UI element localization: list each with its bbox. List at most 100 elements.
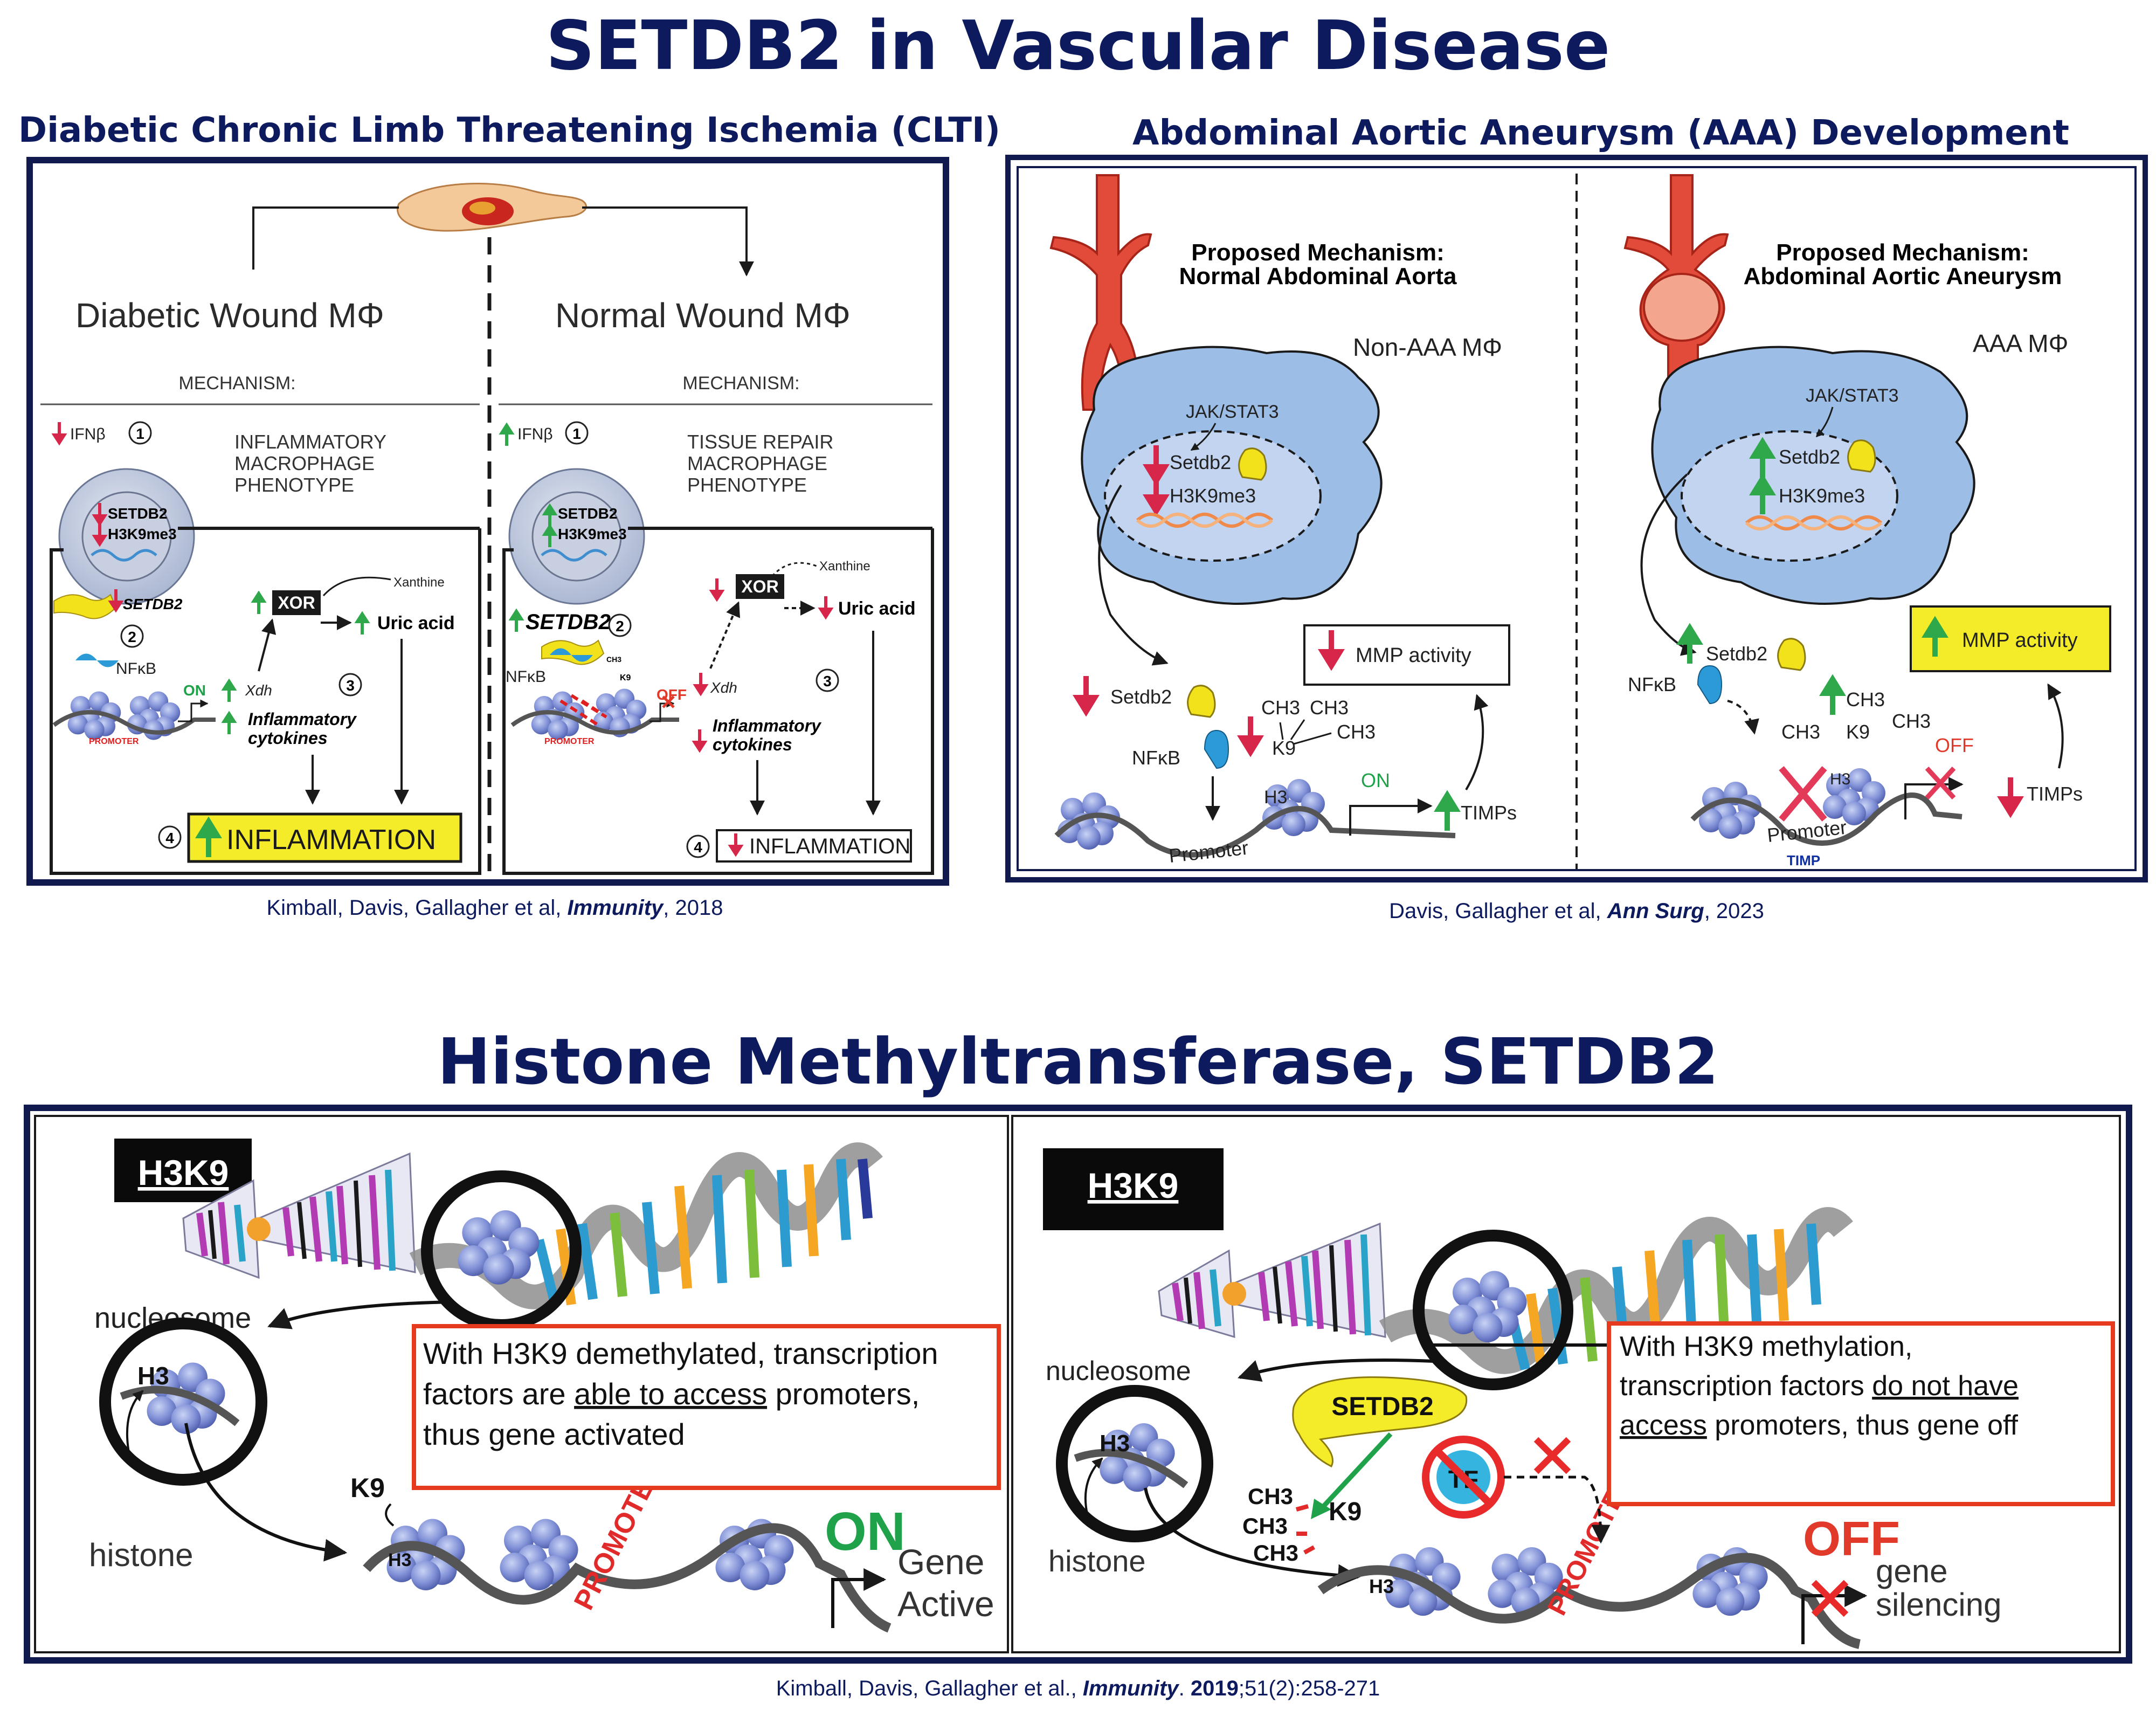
chromosome-left <box>182 1152 416 1279</box>
ch3-label-2: CH3 <box>1242 1513 1288 1539</box>
normal-phenotype-3: PHENOTYPE <box>687 474 807 496</box>
normal-inflammation-box <box>716 829 912 863</box>
aaa-normal-title-1: Proposed Mechanism: <box>1191 239 1444 266</box>
step-3: 3 <box>346 677 355 694</box>
normal-xor: XOR <box>741 577 778 596</box>
diabetic-xdh: Xdh <box>245 682 272 699</box>
normal-nfkb: NFκB <box>506 668 546 686</box>
histone-label-left: histone <box>89 1537 193 1573</box>
aaa-normal-ch3-b: CH3 <box>1310 697 1349 719</box>
aaa-aneurysm-title-1: Proposed Mechanism: <box>1776 239 2029 266</box>
aaa-aneurysm-ch3-a: CH3 <box>1846 688 1885 711</box>
normal-phenotype-1: TISSUE REPAIR <box>687 431 833 453</box>
normal-title: Normal Wound MΦ <box>555 296 851 335</box>
diabetic-uric: Uric acid <box>377 613 455 633</box>
note-box-right <box>1607 1321 2115 1506</box>
aaa-normal-nfkb: NFκB <box>1132 747 1180 769</box>
diabetic-nfkb: NFκB <box>116 660 156 678</box>
normal-ifn: IFNβ <box>517 425 553 443</box>
aaa-aneurysm-h3: H3 <box>1830 770 1850 788</box>
diabetic-promoter: PROMOTER <box>89 737 139 746</box>
aaa-normal-h3k9: H3K9me3 <box>1170 485 1256 507</box>
tf-blocked-icon: TF <box>1422 1436 1505 1519</box>
diabetic-on: ON <box>183 682 206 699</box>
normal-nucleus-setdb2: SETDB2 <box>558 505 617 522</box>
aaa-aneurysm-column: Proposed Mechanism: Abdominal Aortic Ane… <box>1623 174 2111 868</box>
normal-mechanism-label: MECHANISM: <box>682 373 799 394</box>
diabetic-cytokines-1: Inflammatory <box>248 709 357 729</box>
normal-uric: Uric acid <box>838 598 916 619</box>
aaa-aneurysm-setdb2: Setdb2 <box>1779 446 1840 468</box>
aaa-aneurysm-h3k9: H3K9me3 <box>1779 485 1865 507</box>
aaa-aneurysm-title-2: Abdominal Aortic Aneurysm <box>1744 263 2062 289</box>
normal-promoter: PROMOTER <box>544 737 595 746</box>
branch-connector <box>252 206 747 275</box>
ch3-label-1: CH3 <box>1248 1484 1293 1509</box>
aaa-normal-ch3-a: CH3 <box>1261 697 1300 719</box>
diabetic-cytokines-2: cytokines <box>248 728 328 748</box>
h3k9-tag-left <box>114 1139 252 1202</box>
clti-normal-column: Normal Wound MΦ MECHANISM: IFNβ 1 TISSUE… <box>499 296 934 875</box>
k9-label-right: K9 <box>1329 1498 1362 1526</box>
aaa-normal-h3: H3 <box>1264 787 1287 808</box>
histone-citation: Kimball, Davis, Gallagher et al., Immuni… <box>776 1677 1380 1700</box>
note-left-line1: With H3K9 demethylated, transcription <box>423 1336 938 1370</box>
h3k9-tag-right-text: H3K9 <box>1088 1166 1179 1205</box>
h3-small-label-left: H3 <box>388 1550 411 1570</box>
normal-xanthine: Xanthine <box>819 559 870 574</box>
aaa-normal-jak: JAK/STAT3 <box>1186 402 1279 422</box>
aaa-normal-mmp: MMP activity <box>1356 644 1471 667</box>
step-2b: 2 <box>616 618 624 635</box>
step-3b: 3 <box>823 673 832 689</box>
clti-heading: Diabetic Chronic Limb Threatening Ischem… <box>18 111 1000 150</box>
diabetic-setdb2: SETDB2 <box>123 596 183 612</box>
diabetic-nucleus-h3k9: H3K9me3 <box>108 526 177 542</box>
step-1: 1 <box>136 425 144 442</box>
aaa-aneurysm-ch3-c: CH3 <box>1892 710 1931 732</box>
step-4: 4 <box>165 830 174 846</box>
aaa-aneurysm-k9: K9 <box>1846 721 1870 743</box>
note-right-line2: transcription factors do not have <box>1620 1370 2019 1402</box>
aaa-normal-column: Proposed Mechanism: Normal Abdominal Aor… <box>1049 174 1517 867</box>
on-label-left: ON <box>825 1501 906 1562</box>
diabetic-mechanism-label: MECHANISM: <box>178 373 295 394</box>
normal-setdb2: SETDB2 <box>526 610 611 634</box>
chromosome-right <box>1158 1222 1386 1339</box>
normal-aorta-image <box>1049 174 1152 411</box>
diabetic-ifn: IFNβ <box>70 425 106 443</box>
foot-wound-image <box>397 182 587 232</box>
aaa-block-x <box>1779 766 1827 822</box>
h3-label-right: H3 <box>1100 1430 1130 1457</box>
histone-label-right: histone <box>1048 1544 1146 1578</box>
normal-outcome: INFLAMMATION <box>749 835 910 858</box>
clti-diabetic-column: Diabetic Wound MΦ MECHANISM: IFNβ 1 INFL… <box>40 296 481 875</box>
aaa-normal-title-2: Normal Abdominal Aorta <box>1179 263 1457 289</box>
note-left-line2: factors are able to access promoters, <box>423 1377 920 1411</box>
gene-label-left-2: Active <box>897 1584 994 1624</box>
diabetic-xor-box <box>272 590 321 615</box>
note-right-line1: With H3K9 methylation, <box>1620 1331 1912 1362</box>
diabetic-inflammation-box <box>187 812 462 863</box>
step-2: 2 <box>128 629 136 645</box>
normal-xdh: Xdh <box>710 679 737 696</box>
aaa-aneurysm-timp: TIMP <box>1787 852 1820 868</box>
nucleosome-highlight-right <box>1413 1230 1573 1390</box>
aaa-normal-setdb2: Setdb2 <box>1170 451 1231 473</box>
nucleosome-zoom-left <box>99 1318 267 1486</box>
aaa-aneurysm-cell-label: AAA MΦ <box>1973 329 2068 357</box>
normal-ch3: CH3 <box>606 655 621 664</box>
h3k9-tag-right <box>1043 1148 1224 1230</box>
histone-title: Histone Methyltransferase, SETDB2 <box>437 1024 1718 1099</box>
nucleosome-label-right: nucleosome <box>1046 1356 1191 1386</box>
normal-k9: K9 <box>620 673 631 682</box>
h3-label-left: H3 <box>137 1362 169 1390</box>
step-4b: 4 <box>694 839 702 856</box>
aaa-aneurysm-mmp-box <box>1910 605 2111 672</box>
ch3-label-3: CH3 <box>1253 1540 1298 1566</box>
slide-title: SETDB2 in Vascular Disease <box>546 6 1611 85</box>
normal-xor-box <box>736 574 784 599</box>
aaa-aneurysm-jak: JAK/STAT3 <box>1806 385 1899 406</box>
aaa-aneurysm-nfkb: NFκB <box>1628 673 1676 695</box>
note-box-left <box>412 1324 1001 1490</box>
